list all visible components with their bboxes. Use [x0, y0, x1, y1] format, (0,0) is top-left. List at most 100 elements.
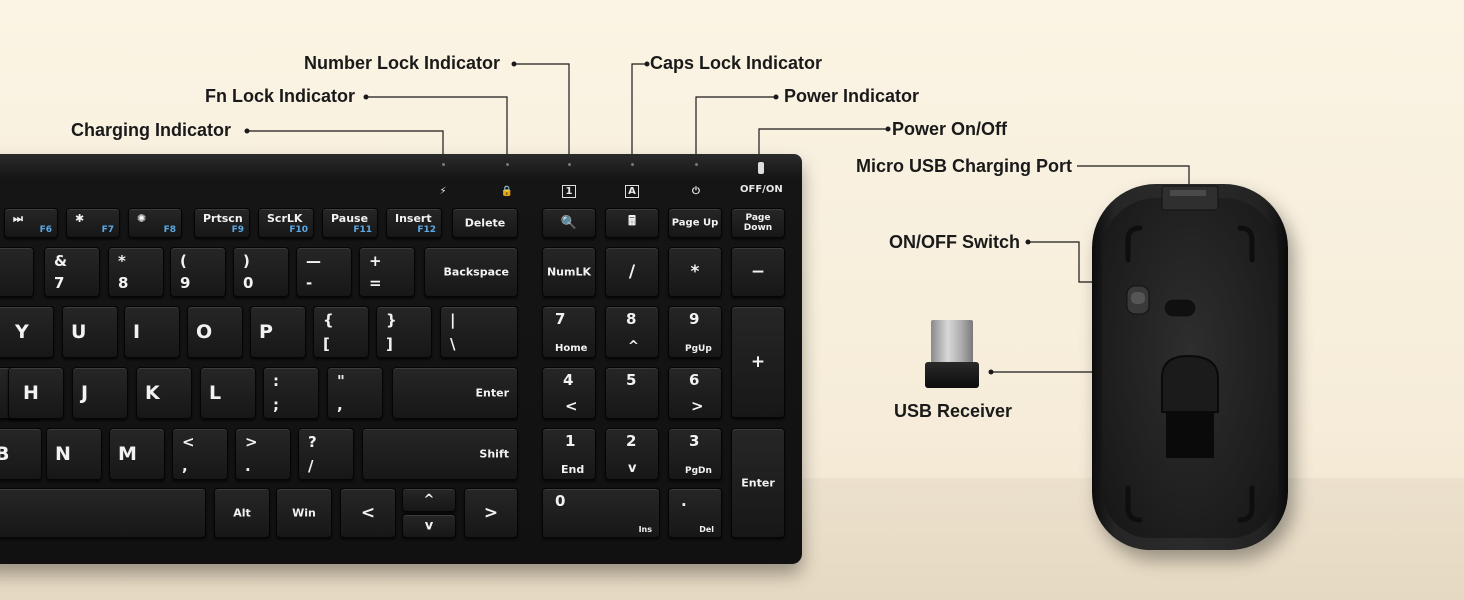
key-8[interactable]: *8 [108, 247, 164, 297]
key-minus[interactable]: —- [296, 247, 352, 297]
key-numlock[interactable]: NumLK [542, 247, 596, 297]
key-delete[interactable]: Delete [452, 208, 518, 238]
caps-lock-icon: A [625, 185, 639, 198]
key-numpad-slash[interactable]: / [605, 247, 659, 297]
num-lock-icon: 1 [561, 185, 577, 198]
usb-receiver-callout: USB Receiver [894, 401, 1013, 421]
key-period[interactable]: >. [235, 428, 291, 480]
mouse-feet-icon [1125, 225, 1255, 523]
key-m[interactable]: M [109, 428, 165, 480]
key-i[interactable]: I [124, 306, 180, 358]
key-equals[interactable]: += [359, 247, 415, 297]
lock-icon: 🔒 [500, 186, 514, 197]
key-down[interactable]: v [402, 514, 456, 538]
receiver-slot-icon [1166, 408, 1214, 458]
key-left[interactable]: < [340, 488, 396, 538]
key-numpad-4[interactable]: 4< [542, 367, 596, 419]
arrow-right-icon: > [691, 397, 704, 415]
arrow-down-icon: v [424, 518, 434, 534]
key-comma[interactable]: <, [172, 428, 228, 480]
calculator-icon: 🖩 [628, 214, 636, 229]
switch-label: OFF/ON [740, 184, 783, 195]
key-right[interactable]: > [464, 488, 518, 538]
caps-lock-indicator: A [612, 163, 652, 198]
power-indicator: ⏻ [676, 163, 716, 197]
key-f7[interactable]: ✱F7 [66, 208, 120, 238]
key-numpad-5[interactable]: 5 [605, 367, 659, 419]
caps-lock-callout: Caps Lock Indicator [650, 53, 823, 73]
key-b[interactable]: B [0, 428, 42, 480]
key-n[interactable]: N [46, 428, 102, 480]
key-j[interactable]: J [72, 367, 128, 419]
fn-lock-callout: Fn Lock Indicator [205, 86, 356, 106]
brightness-up-icon: ✺ [137, 212, 147, 225]
key-numpad-6[interactable]: 6> [668, 367, 722, 419]
arrow-up-icon: ^ [423, 492, 435, 508]
power-switch[interactable]: OFF/ON [740, 160, 783, 195]
num-lock-indicator: 1 [549, 163, 589, 198]
key-shift[interactable]: Shift [362, 428, 518, 480]
key-numpad-star[interactable]: * [668, 247, 722, 297]
key-page-up[interactable]: Page Up [668, 208, 722, 238]
key-f8[interactable]: ✺F8 [128, 208, 182, 238]
key-p[interactable]: P [250, 306, 306, 358]
usb-receiver [925, 362, 979, 388]
key-numpad-8[interactable]: 8^ [605, 306, 659, 358]
key-search[interactable]: 🔍 [542, 208, 596, 238]
key-y[interactable]: Y [0, 306, 54, 358]
onoff-switch-callout: ON/OFF Switch [889, 232, 1021, 252]
key-slash[interactable]: ?/ [298, 428, 354, 480]
key-7[interactable]: &7 [44, 247, 100, 297]
key-open-bracket[interactable]: {[ [313, 306, 369, 358]
number-lock-callout: Number Lock Indicator [304, 53, 501, 73]
key-alt[interactable]: Alt [214, 488, 270, 538]
key-space[interactable] [0, 488, 206, 538]
arrow-left-icon: < [360, 503, 376, 523]
key-l[interactable]: L [200, 367, 256, 419]
key-numpad-plus[interactable]: + [731, 306, 785, 418]
key-page-down[interactable]: Page Down [731, 208, 785, 238]
arrow-right-icon: > [483, 503, 499, 523]
key-enter[interactable]: Enter [392, 367, 518, 419]
arrow-left-icon: < [565, 397, 578, 415]
key-numpad-enter[interactable]: Enter [731, 428, 785, 538]
key-backslash[interactable]: |\ [440, 306, 518, 358]
key-numpad-dot[interactable]: .Del [668, 488, 722, 538]
power-onoff-callout: Power On/Off [892, 119, 1008, 139]
charging-indicator: ⚡ [423, 163, 463, 197]
micro-usb-port-icon [1161, 185, 1219, 211]
key-numpad-minus[interactable]: − [731, 247, 785, 297]
switch-slider-icon [758, 162, 764, 174]
key-partial[interactable] [0, 247, 34, 297]
key-u[interactable]: U [62, 306, 118, 358]
next-track-icon: ⏭ [13, 212, 23, 225]
key-quote[interactable]: ", [327, 367, 383, 419]
key-k[interactable]: K [136, 367, 192, 419]
key-win[interactable]: Win [276, 488, 332, 538]
key-o[interactable]: O [187, 306, 243, 358]
key-backspace[interactable]: Backspace [424, 247, 518, 297]
key-up[interactable]: ^ [402, 488, 456, 512]
key-close-bracket[interactable]: }] [376, 306, 432, 358]
key-0[interactable]: )0 [233, 247, 289, 297]
sensor-icon [1163, 298, 1197, 318]
usb-receiver-plug [931, 320, 973, 364]
key-9[interactable]: (9 [170, 247, 226, 297]
key-semicolon[interactable]: :; [263, 367, 319, 419]
key-calculator[interactable]: 🖩 [605, 208, 659, 238]
fn-lock-indicator: 🔒 [487, 163, 527, 197]
key-f6[interactable]: ⏭F6 [4, 208, 58, 238]
key-h[interactable]: H [8, 367, 64, 419]
